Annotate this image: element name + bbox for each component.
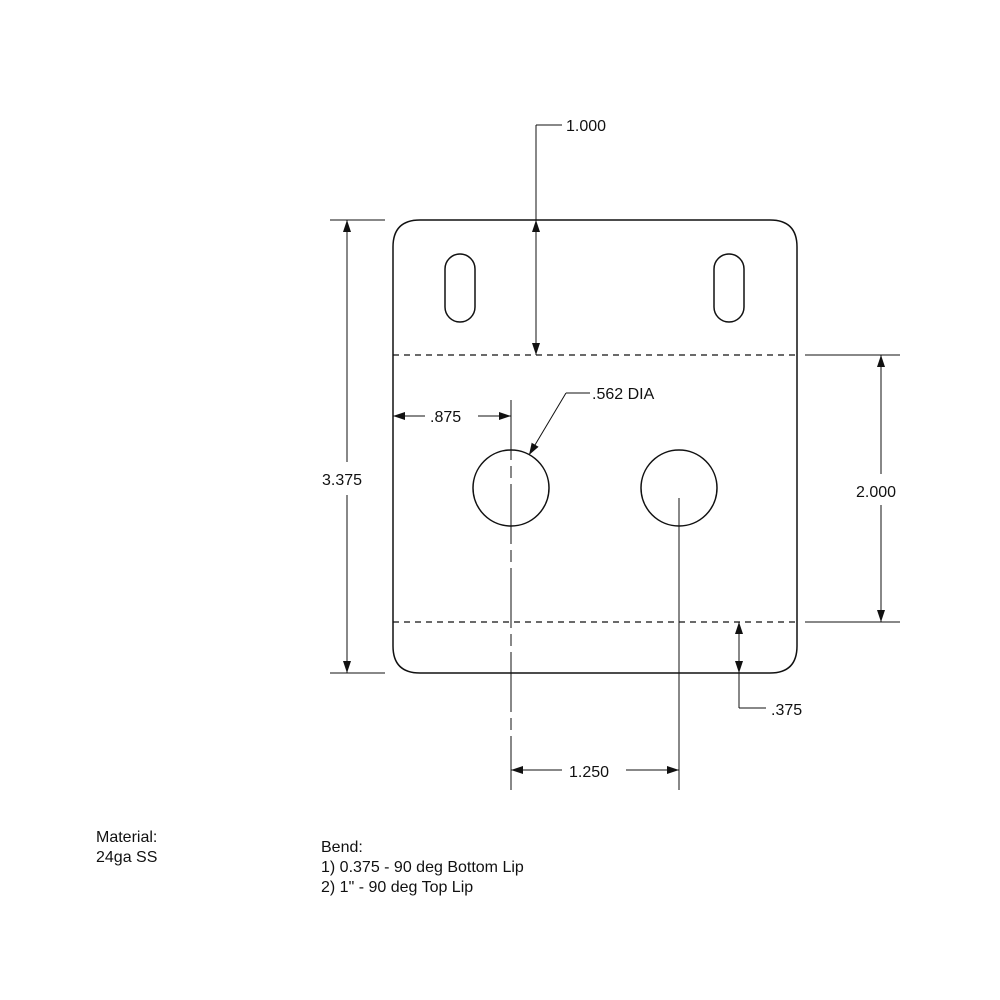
material-label: Material: [96, 829, 158, 846]
dim-hole-spacing: 1.250 [511, 764, 679, 781]
part-outline [392, 219, 798, 674]
dim-hole-diameter: .562 DIA [528, 386, 655, 456]
bend-item-1: 1) 0.375 - 90 deg Bottom Lip [321, 859, 524, 876]
dim-bend-span: 2.000 [805, 354, 900, 623]
dim-hole-offset: .875 [393, 409, 511, 426]
dim-overall-height: 3.375 [322, 219, 385, 674]
dim-top-lip-label: 1.000 [566, 118, 606, 135]
dim-hole-spacing-label: 1.250 [569, 764, 609, 781]
slot-right [713, 253, 745, 323]
slot-left [444, 253, 476, 323]
dim-bottom-lip: .375 [735, 622, 802, 719]
dim-bend-span-label: 2.000 [856, 484, 896, 501]
material-note: Material: 24ga SS [96, 828, 157, 868]
dim-overall-height-label: 3.375 [322, 472, 362, 489]
material-value: 24ga SS [96, 849, 158, 866]
bend-label: Bend: [321, 839, 363, 856]
dim-bottom-lip-label: .375 [771, 702, 802, 719]
dim-hole-offset-label: .875 [430, 409, 461, 426]
dim-top-lip: 1.000 [532, 118, 606, 355]
bend-item-2: 2) 1" - 90 deg Top Lip [321, 879, 474, 896]
bend-note: Bend: 1) 0.375 - 90 deg Bottom Lip 2) 1"… [321, 838, 524, 898]
dim-hole-diameter-label: .562 DIA [592, 386, 655, 403]
